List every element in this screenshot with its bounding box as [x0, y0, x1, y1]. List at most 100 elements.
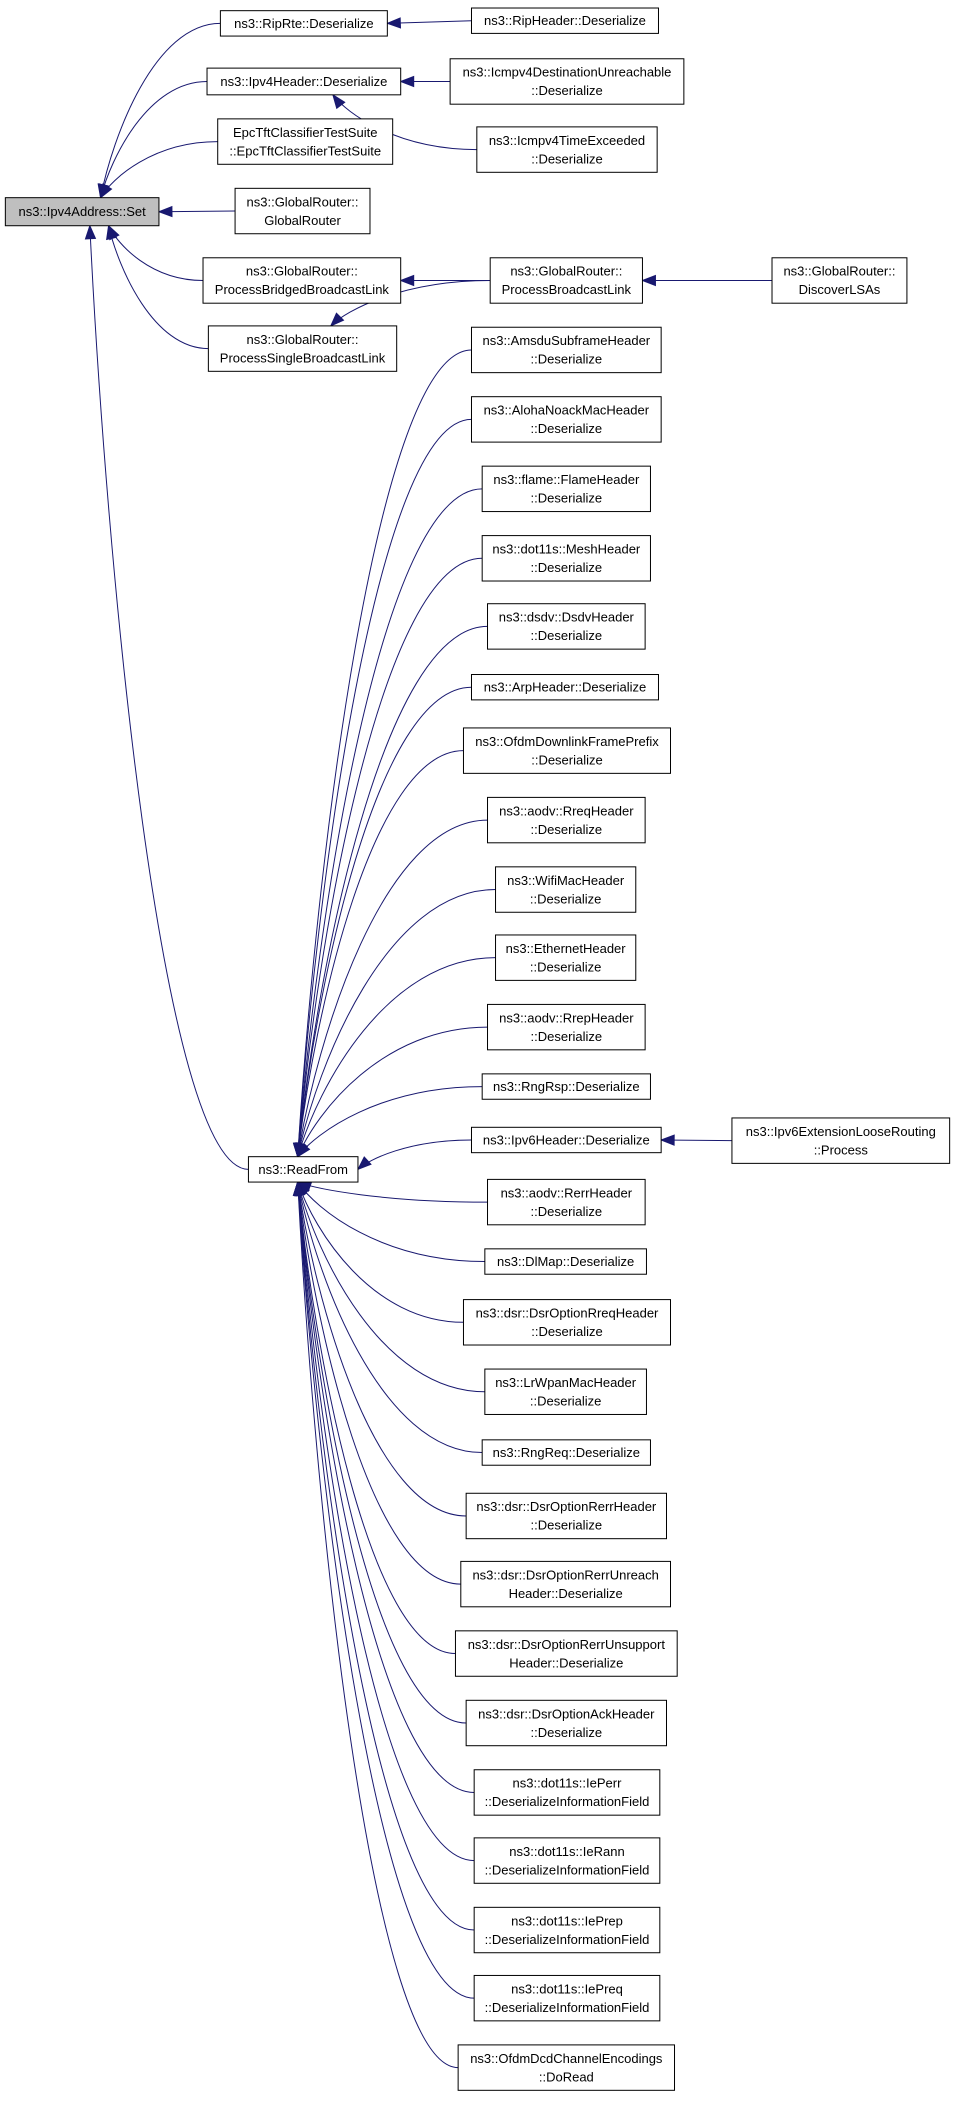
node-ipv6ext[interactable]: ns3::Ipv6ExtensionLooseRouting::Process [731, 1117, 951, 1164]
node-ethernet[interactable]: ns3::EthernetHeader::Deserialize [495, 934, 637, 981]
node-procbcast[interactable]: ns3::GlobalRouter::ProcessBroadcastLink [489, 257, 643, 304]
node-label: ::Deserialize [531, 421, 603, 436]
node-box [495, 934, 637, 981]
node-label: ::Deserialize [531, 151, 603, 166]
node-flame[interactable]: ns3::flame::FlameHeader::Deserialize [481, 465, 651, 513]
node-box [470, 326, 662, 374]
node-label: ProcessBridgedBroadcastLink [215, 282, 390, 297]
node-aloha[interactable]: ns3::AlohaNoackMacHeader::Deserialize [470, 396, 662, 443]
node-label: ::Deserialize [531, 822, 603, 837]
node-box [465, 1699, 667, 1747]
node-dsrunsupp[interactable]: ns3::dsr::DsrOptionRerrUnsupportHeader::… [454, 1630, 678, 1677]
edge-ofdmdcd-to-readfrom [297, 1182, 459, 2069]
node-box [473, 1906, 661, 1954]
node-box [473, 1974, 661, 2022]
edge-arrowhead [106, 224, 118, 241]
node-arp[interactable]: ns3::ArpHeader::Deserialize [470, 674, 659, 701]
edge-wifimac-to-readfrom [297, 889, 496, 1157]
edge-rngrsp-to-readfrom [297, 1086, 483, 1157]
node-amsdu[interactable]: ns3::AmsduSubframeHeader::Deserialize [470, 326, 662, 374]
edge-arrowhead [641, 274, 656, 287]
node-label: ::DeserializeInformationField [485, 2000, 650, 2015]
node-box [481, 465, 651, 513]
node-label: ns3::dsr::DsrOptionRreqHeader [476, 1306, 659, 1321]
node-label: ::EpcTftClassifierTestSuite [229, 143, 381, 158]
node-label: DiscoverLSAs [799, 282, 881, 297]
node-wifimac[interactable]: ns3::WifiMacHeader::Deserialize [495, 866, 637, 913]
node-label: ns3::GlobalRouter:: [246, 264, 358, 279]
node-ipv6hdr[interactable]: ns3::Ipv6Header::Deserialize [470, 1126, 662, 1154]
node-icmpunreach[interactable]: ns3::Icmpv4DestinationUnreachable::Deser… [449, 58, 685, 105]
node-box [234, 187, 371, 235]
edge-riprte-to-ipv4set [100, 22, 221, 198]
node-label: ::DeserializeInformationField [485, 1932, 650, 1947]
node-epctft[interactable]: EpcTftClassifierTestSuite::EpcTftClassif… [217, 118, 394, 165]
node-box [470, 674, 659, 701]
edge-procbridged-to-ipv4set [108, 225, 204, 281]
edge-arrowhead [659, 1134, 675, 1146]
node-label: ns3::OfdmDcdChannelEncodings [470, 2051, 663, 2066]
node-ieprep[interactable]: ns3::dot11s::IePrep::DeserializeInformat… [473, 1906, 661, 1954]
node-box [484, 1248, 647, 1275]
node-label: ::Deserialize [530, 891, 602, 906]
node-box [202, 257, 402, 304]
node-label: ::Deserialize [530, 959, 602, 974]
edge-dsrunsupp-to-readfrom [297, 1182, 456, 1655]
edge-aloha-to-readfrom [297, 418, 472, 1157]
node-procsingle[interactable]: ns3::GlobalRouter::ProcessSingleBroadcas… [207, 325, 398, 372]
edge-ipv4header-to-ipv4set [100, 80, 208, 198]
node-ripheader[interactable]: ns3::RipHeader::Deserialize [470, 7, 659, 34]
node-readfrom[interactable]: ns3::ReadFrom [247, 1156, 359, 1183]
node-iepreq[interactable]: ns3::dot11s::IePreq::DeserializeInformat… [473, 1974, 661, 2022]
node-label: GlobalRouter [264, 213, 341, 228]
node-ofdmdcd[interactable]: ns3::OfdmDcdChannelEncodings::DoRead [457, 2044, 676, 2091]
node-ofdmdl[interactable]: ns3::OfdmDownlinkFramePrefix::Deserializ… [462, 727, 672, 774]
edge-ieperr-to-readfrom [297, 1182, 475, 1793]
edge-arrowhead [329, 312, 345, 327]
edge-arrowhead [157, 205, 173, 218]
node-label: ns3::DlMap::Deserialize [497, 1254, 634, 1269]
node-box [470, 1126, 662, 1154]
node-label: ns3::dsr::DsrOptionRerrUnreach [472, 1567, 658, 1582]
node-grouter[interactable]: ns3::GlobalRouter::GlobalRouter [234, 187, 371, 235]
node-dsdv[interactable]: ns3::dsdv::DsdvHeader::Deserialize [487, 603, 646, 650]
node-box [457, 2044, 676, 2091]
node-meshhdr[interactable]: ns3::dot11s::MeshHeader::Deserialize [481, 535, 651, 582]
node-rerr[interactable]: ns3::aodv::RerrHeader::Deserialize [487, 1178, 646, 1226]
node-dsrack[interactable]: ns3::dsr::DsrOptionAckHeader::Deserializ… [465, 1699, 667, 1747]
node-box [473, 1769, 661, 1816]
node-icmptime[interactable]: ns3::Icmpv4TimeExceeded::Deserialize [476, 126, 658, 173]
node-label: ::Deserialize [531, 352, 603, 367]
node-label: ::Deserialize [531, 752, 603, 767]
node-rngrsp[interactable]: ns3::RngRsp::Deserialize [481, 1073, 651, 1100]
edge-arrowhead [399, 274, 415, 287]
node-box [460, 1560, 672, 1608]
node-ipv4header[interactable]: ns3::Ipv4Header::Deserialize [206, 67, 402, 96]
node-rreq[interactable]: ns3::aodv::RreqHeader::Deserialize [487, 796, 646, 844]
node-procbridged[interactable]: ns3::GlobalRouter::ProcessBridgedBroadca… [202, 257, 402, 304]
node-dsrunreach[interactable]: ns3::dsr::DsrOptionRerrUnreachHeader::De… [460, 1560, 672, 1608]
node-ierann[interactable]: ns3::dot11s::IeRann::DeserializeInformat… [473, 1837, 661, 1884]
edge-rrep-to-readfrom [297, 1026, 488, 1157]
node-box [206, 67, 402, 96]
node-label: ns3::AmsduSubframeHeader [482, 333, 650, 348]
node-rrep[interactable]: ns3::aodv::RrepHeader::Deserialize [487, 1003, 646, 1051]
node-label: ns3::RngReq::Deserialize [493, 1445, 640, 1460]
node-dsrrerr[interactable]: ns3::dsr::DsrOptionRerrHeader::Deseriali… [465, 1492, 667, 1540]
graph-edges [84, 17, 773, 2069]
node-ieperr[interactable]: ns3::dot11s::IePerr::DeserializeInformat… [473, 1769, 661, 1816]
node-dsrrreq[interactable]: ns3::dsr::DsrOptionRreqHeader::Deseriali… [462, 1299, 672, 1346]
node-riprte[interactable]: ns3::RipRte::Deserialize [219, 10, 388, 37]
node-label: ::DeserializeInformationField [485, 1794, 650, 1809]
node-label: ns3::Ipv6ExtensionLooseRouting [746, 1124, 936, 1139]
edge-rerr-to-readfrom [297, 1181, 488, 1203]
node-discover[interactable]: ns3::GlobalRouter::DiscoverLSAs [771, 257, 908, 304]
edge-epctft-to-ipv4set [100, 141, 218, 198]
node-dlmap[interactable]: ns3::DlMap::Deserialize [484, 1248, 647, 1275]
node-box [473, 1837, 661, 1884]
node-ipv4set[interactable]: ns3::Ipv4Address::Set [4, 197, 160, 227]
graph-nodes: ns3::Ipv4Address::Set ns3::RipRte::Deseri… [4, 7, 951, 2091]
node-label: ns3::dot11s::IePerr [513, 1776, 623, 1791]
node-lrwpan[interactable]: ns3::LrWpanMacHeader::Deserialize [484, 1368, 647, 1415]
node-rngreq[interactable]: ns3::RngReq::Deserialize [481, 1439, 651, 1466]
